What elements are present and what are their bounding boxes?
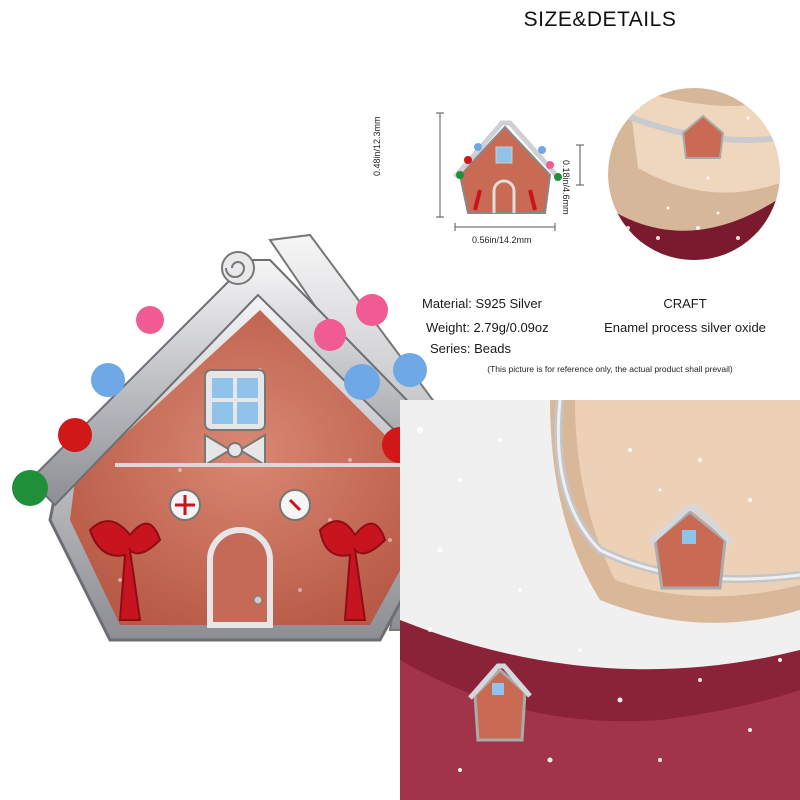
- dimension-depth: 0.18in/4.6mm: [561, 160, 571, 215]
- weight-value: 2.79g/0.09oz: [473, 320, 549, 335]
- spec-series: Series: Beads: [430, 341, 511, 356]
- spec-material: Material: S925 Silver: [422, 296, 542, 311]
- dimension-height: 0.48in/12.3mm: [372, 116, 382, 176]
- series-label: Series:: [430, 341, 471, 356]
- craft-title: CRAFT: [663, 296, 707, 311]
- page-title: SIZE&DETAILS: [523, 8, 677, 31]
- circle-photo: [608, 88, 780, 260]
- weight-label: Weight:: [426, 320, 470, 335]
- craft-value: Enamel process silver oxide: [604, 320, 766, 335]
- material-value: S925 Silver: [475, 296, 542, 311]
- dimension-diagram: [436, 112, 584, 231]
- material-label: Material:: [422, 296, 472, 311]
- series-value: Beads: [474, 341, 511, 356]
- dimension-width: 0.56in/14.2mm: [472, 235, 532, 245]
- disclaimer: (This picture is for reference only, the…: [487, 364, 733, 374]
- spec-weight: Weight: 2.79g/0.09oz: [426, 320, 549, 335]
- lifestyle-photo: [400, 400, 800, 800]
